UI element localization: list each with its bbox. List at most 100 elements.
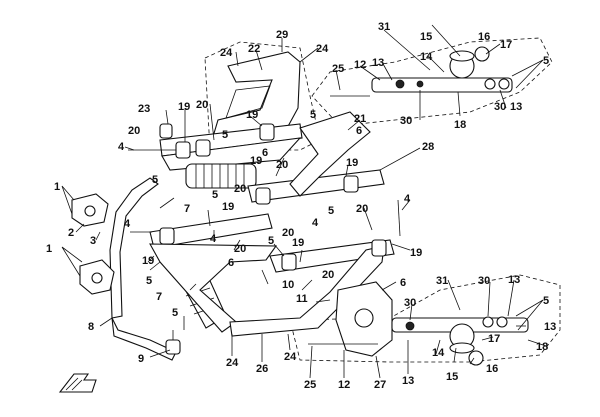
- callout-5i: 5: [543, 55, 549, 67]
- callout-4e: 4: [404, 193, 411, 205]
- callout-8: 8: [88, 321, 94, 333]
- mid-arm-left: [149, 213, 273, 249]
- callout-20: 20: [128, 125, 140, 137]
- callout-5f: 5: [268, 235, 274, 247]
- callout-20e: 20: [356, 203, 368, 215]
- callout-12: 12: [354, 59, 366, 71]
- callout-23: 23: [138, 103, 150, 115]
- callout-20d: 20: [276, 159, 288, 171]
- bracket-bushing-lower: [91, 272, 103, 284]
- callout-20b: 20: [196, 99, 208, 111]
- callout-29: 29: [276, 29, 288, 41]
- callout-7b: 7: [156, 291, 162, 303]
- callout-19e: 19: [346, 157, 358, 169]
- callout-19c: 19: [250, 155, 262, 167]
- callout-14: 14: [420, 51, 433, 63]
- callout-5j: 5: [543, 295, 549, 307]
- callout-16b: 16: [486, 363, 498, 375]
- stabilizer-bar: [109, 177, 159, 319]
- callout-3: 3: [90, 235, 96, 247]
- callout-31: 31: [378, 21, 390, 33]
- callout-14b: 14: [432, 347, 445, 359]
- callout-25: 25: [332, 63, 344, 75]
- callout-13e: 13: [402, 375, 414, 387]
- lower-arm-left: [149, 243, 278, 333]
- callout-24: 24: [220, 47, 233, 59]
- callout-19f: 19: [292, 237, 304, 249]
- callout-19h: 19: [142, 255, 154, 267]
- plate-cutout: [225, 85, 271, 119]
- callout-13d: 13: [544, 321, 556, 333]
- callout-15b: 15: [446, 371, 458, 383]
- lower-right-dashed-frame: [289, 274, 561, 363]
- callout-30d: 30: [404, 297, 416, 309]
- callout-20g: 20: [282, 227, 294, 239]
- callout-20h: 20: [322, 269, 334, 281]
- callout-5c: 5: [222, 129, 228, 141]
- callout-30c: 30: [478, 275, 490, 287]
- callout-5h: 5: [172, 307, 178, 319]
- knuckle-hub: [354, 308, 374, 328]
- callout-27: 27: [374, 379, 386, 391]
- callout-1b: 1: [46, 243, 52, 255]
- stabilizer-bar-lower: [111, 317, 177, 361]
- callout-5g: 5: [146, 275, 152, 287]
- callout-13c: 13: [508, 274, 520, 286]
- callout-2: 2: [68, 227, 74, 239]
- callout-5d: 5: [310, 109, 316, 121]
- callout-6b: 6: [228, 257, 234, 269]
- callout-5b: 5: [212, 189, 218, 201]
- callout-30: 30: [400, 115, 412, 127]
- callout-17b: 17: [488, 333, 500, 345]
- front-shock-absorber: [185, 163, 257, 189]
- callout-28: 28: [422, 141, 434, 153]
- lower-arm-right: [269, 239, 395, 273]
- callout-19d: 19: [222, 201, 234, 213]
- callout-24c: 24: [226, 357, 239, 369]
- callout-20f: 20: [234, 243, 246, 255]
- callout-12b: 12: [338, 379, 350, 391]
- callout-18: 18: [454, 119, 466, 131]
- callout-6c: 6: [356, 125, 362, 137]
- callout-4d: 4: [312, 217, 319, 229]
- callout-10: 10: [282, 279, 294, 291]
- callout-17: 17: [500, 39, 512, 51]
- callout-26: 26: [256, 363, 268, 375]
- callout-22: 22: [248, 43, 260, 55]
- callout-16: 16: [478, 31, 490, 43]
- callout-19: 19: [178, 101, 190, 113]
- callout-30b: 30: [494, 101, 506, 113]
- callout-19g: 19: [410, 247, 422, 259]
- callout-21: 21: [354, 113, 366, 125]
- callout-18b: 18: [536, 341, 548, 353]
- callout-24b: 24: [316, 43, 329, 55]
- callout-25b: 25: [304, 379, 316, 391]
- trailing-arm: [289, 111, 371, 197]
- front-upper-arm-2: [161, 137, 302, 171]
- bushings: [159, 123, 387, 271]
- callout-6d: 6: [400, 277, 406, 289]
- callout-9: 9: [138, 353, 144, 365]
- upper-right-hub-assembly: [371, 46, 513, 93]
- callout-4b: 4: [124, 218, 131, 230]
- callout-7: 7: [184, 203, 190, 215]
- callout-19b: 19: [246, 109, 258, 121]
- callout-6: 6: [262, 147, 268, 159]
- callout-5e: 5: [328, 205, 334, 217]
- callout-1: 1: [54, 181, 60, 193]
- leader-lines: [61, 24, 547, 379]
- upper-right-dashed-frame: [311, 37, 553, 127]
- lower-right-hub-assembly: [391, 316, 529, 366]
- callout-labels: 1 1 2 3 4 4 4 4 4 5 5 5 5 5 5 5 5 5 5 6 …: [46, 21, 556, 391]
- callout-4c: 4: [210, 233, 217, 245]
- callout-24d: 24: [284, 351, 297, 363]
- bracket-bushing-upper: [84, 205, 96, 217]
- callout-20c: 20: [234, 183, 246, 195]
- callout-15: 15: [420, 31, 432, 43]
- callout-4: 4: [118, 141, 125, 153]
- callout-13: 13: [372, 57, 384, 69]
- callout-31b: 31: [436, 275, 448, 287]
- direction-arrow-icon: [58, 373, 97, 393]
